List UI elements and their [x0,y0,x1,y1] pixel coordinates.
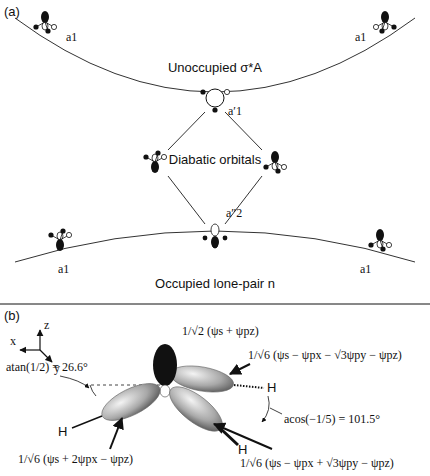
symmetry-label: a′1 [228,104,242,119]
symmetry-label: a″2 [226,206,242,221]
orbital-set-label: Diabatic orbitals [169,152,262,167]
symmetry-label: a1 [360,262,371,277]
orbital-set-label: Occupied lone-pair n [155,276,275,291]
axis-label: x [10,334,16,349]
hybrid-formula: 1/√6 (ψs − ψpx − √3ψpy − ψpz) [248,348,402,363]
atom-label: H [238,442,247,457]
symmetry-label: a1 [58,262,69,277]
symmetry-label: a1 [355,30,366,45]
hybrid-formula: 1/√2 (ψs + ψpz) [182,324,259,339]
atom-label: H [267,380,276,395]
symmetry-label: a1 [66,30,77,45]
axis-label: z [44,318,49,333]
hybrid-formula: 1/√6 (ψs + 2ψpx − ψpz) [18,452,133,467]
orbital-set-label: Unoccupied σ*A [168,60,262,75]
angle-label: acos(−1/5) = 101.5° [284,412,380,427]
angle-label: atan(1/2) = 26.6° [6,360,88,375]
hybrid-formula: 1/√6 (ψs − ψpx + √3ψpy − ψpz) [240,456,394,471]
panel-label: (a) [4,4,20,19]
panel-label: (b) [4,308,20,323]
atom-label: H [58,424,67,439]
